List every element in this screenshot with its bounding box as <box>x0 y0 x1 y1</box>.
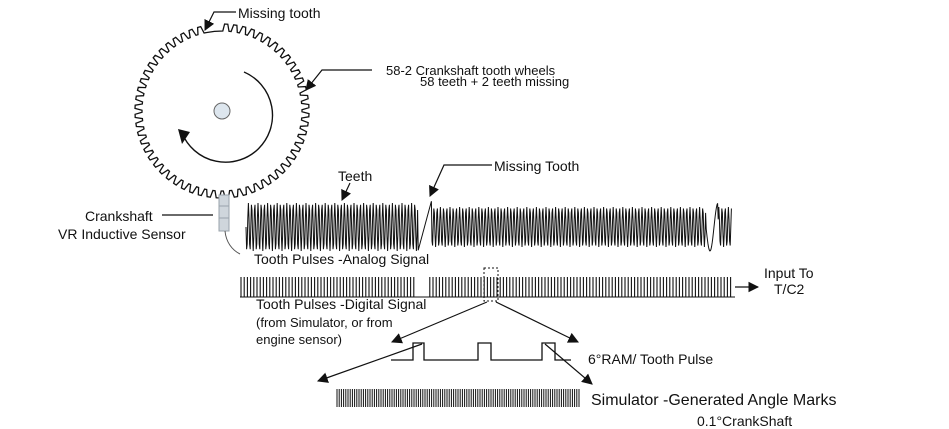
zoom-line-left-2 <box>316 343 423 383</box>
wheel-teeth <box>134 23 310 199</box>
digital-pulse-train <box>240 277 732 297</box>
angle-marks-label-line2: 0.1°CrankShaft <box>697 413 793 429</box>
rotation-arrow <box>181 71 274 163</box>
leader-wheel <box>305 69 372 91</box>
digital-signal-label-line1: Tooth Pulses -Digital Signal <box>256 296 427 312</box>
angle-marks <box>336 389 580 407</box>
input-label-line2: T/C2 <box>774 281 805 297</box>
rotation-arrowhead-icon <box>178 129 190 144</box>
leader-missing-tooth <box>204 11 236 31</box>
zoom-line-right <box>495 301 579 343</box>
teeth-label: Teeth <box>338 168 373 184</box>
angle-marks-label-line1: Simulator -Generated Angle Marks <box>591 392 837 409</box>
wheel-title-label: 58-2 Crankshaft tooth wheels <box>386 63 556 78</box>
analog-signal-label: Tooth Pulses -Analog Signal <box>254 251 430 267</box>
missing-tooth-signal-label: Missing Tooth <box>494 158 580 174</box>
zoom-line-left <box>391 301 488 344</box>
wheel-subtitle-label: 58 teeth + 2 teeth missing <box>420 74 570 89</box>
tooth-wheel <box>134 23 310 199</box>
sensor-label-line1: Crankshaft <box>85 208 153 224</box>
tooth-pulse-zoom <box>391 342 571 361</box>
leader-teeth <box>341 182 352 201</box>
wheel-hub <box>213 102 231 120</box>
input-label-line1: Input To <box>764 265 814 281</box>
zoom-line-right-2 <box>544 343 593 385</box>
digital-signal-label-line2: (from Simulator, or from <box>256 315 393 330</box>
sensor-label-line2: VR Inductive Sensor <box>58 226 186 242</box>
zoom-box <box>483 267 499 302</box>
vr-sensor <box>218 194 241 255</box>
leader-missing-tooth-signal <box>429 164 492 197</box>
missing-tooth-label: Missing tooth <box>238 5 321 21</box>
analog-waveform <box>245 201 732 252</box>
tooth-pulse-label: 6°RAM/ Tooth Pulse <box>588 351 714 367</box>
digital-signal-label-line3: engine sensor) <box>256 332 342 347</box>
sensor-lead <box>224 230 241 255</box>
leader-lines <box>162 11 760 385</box>
sensor-body <box>218 194 230 232</box>
